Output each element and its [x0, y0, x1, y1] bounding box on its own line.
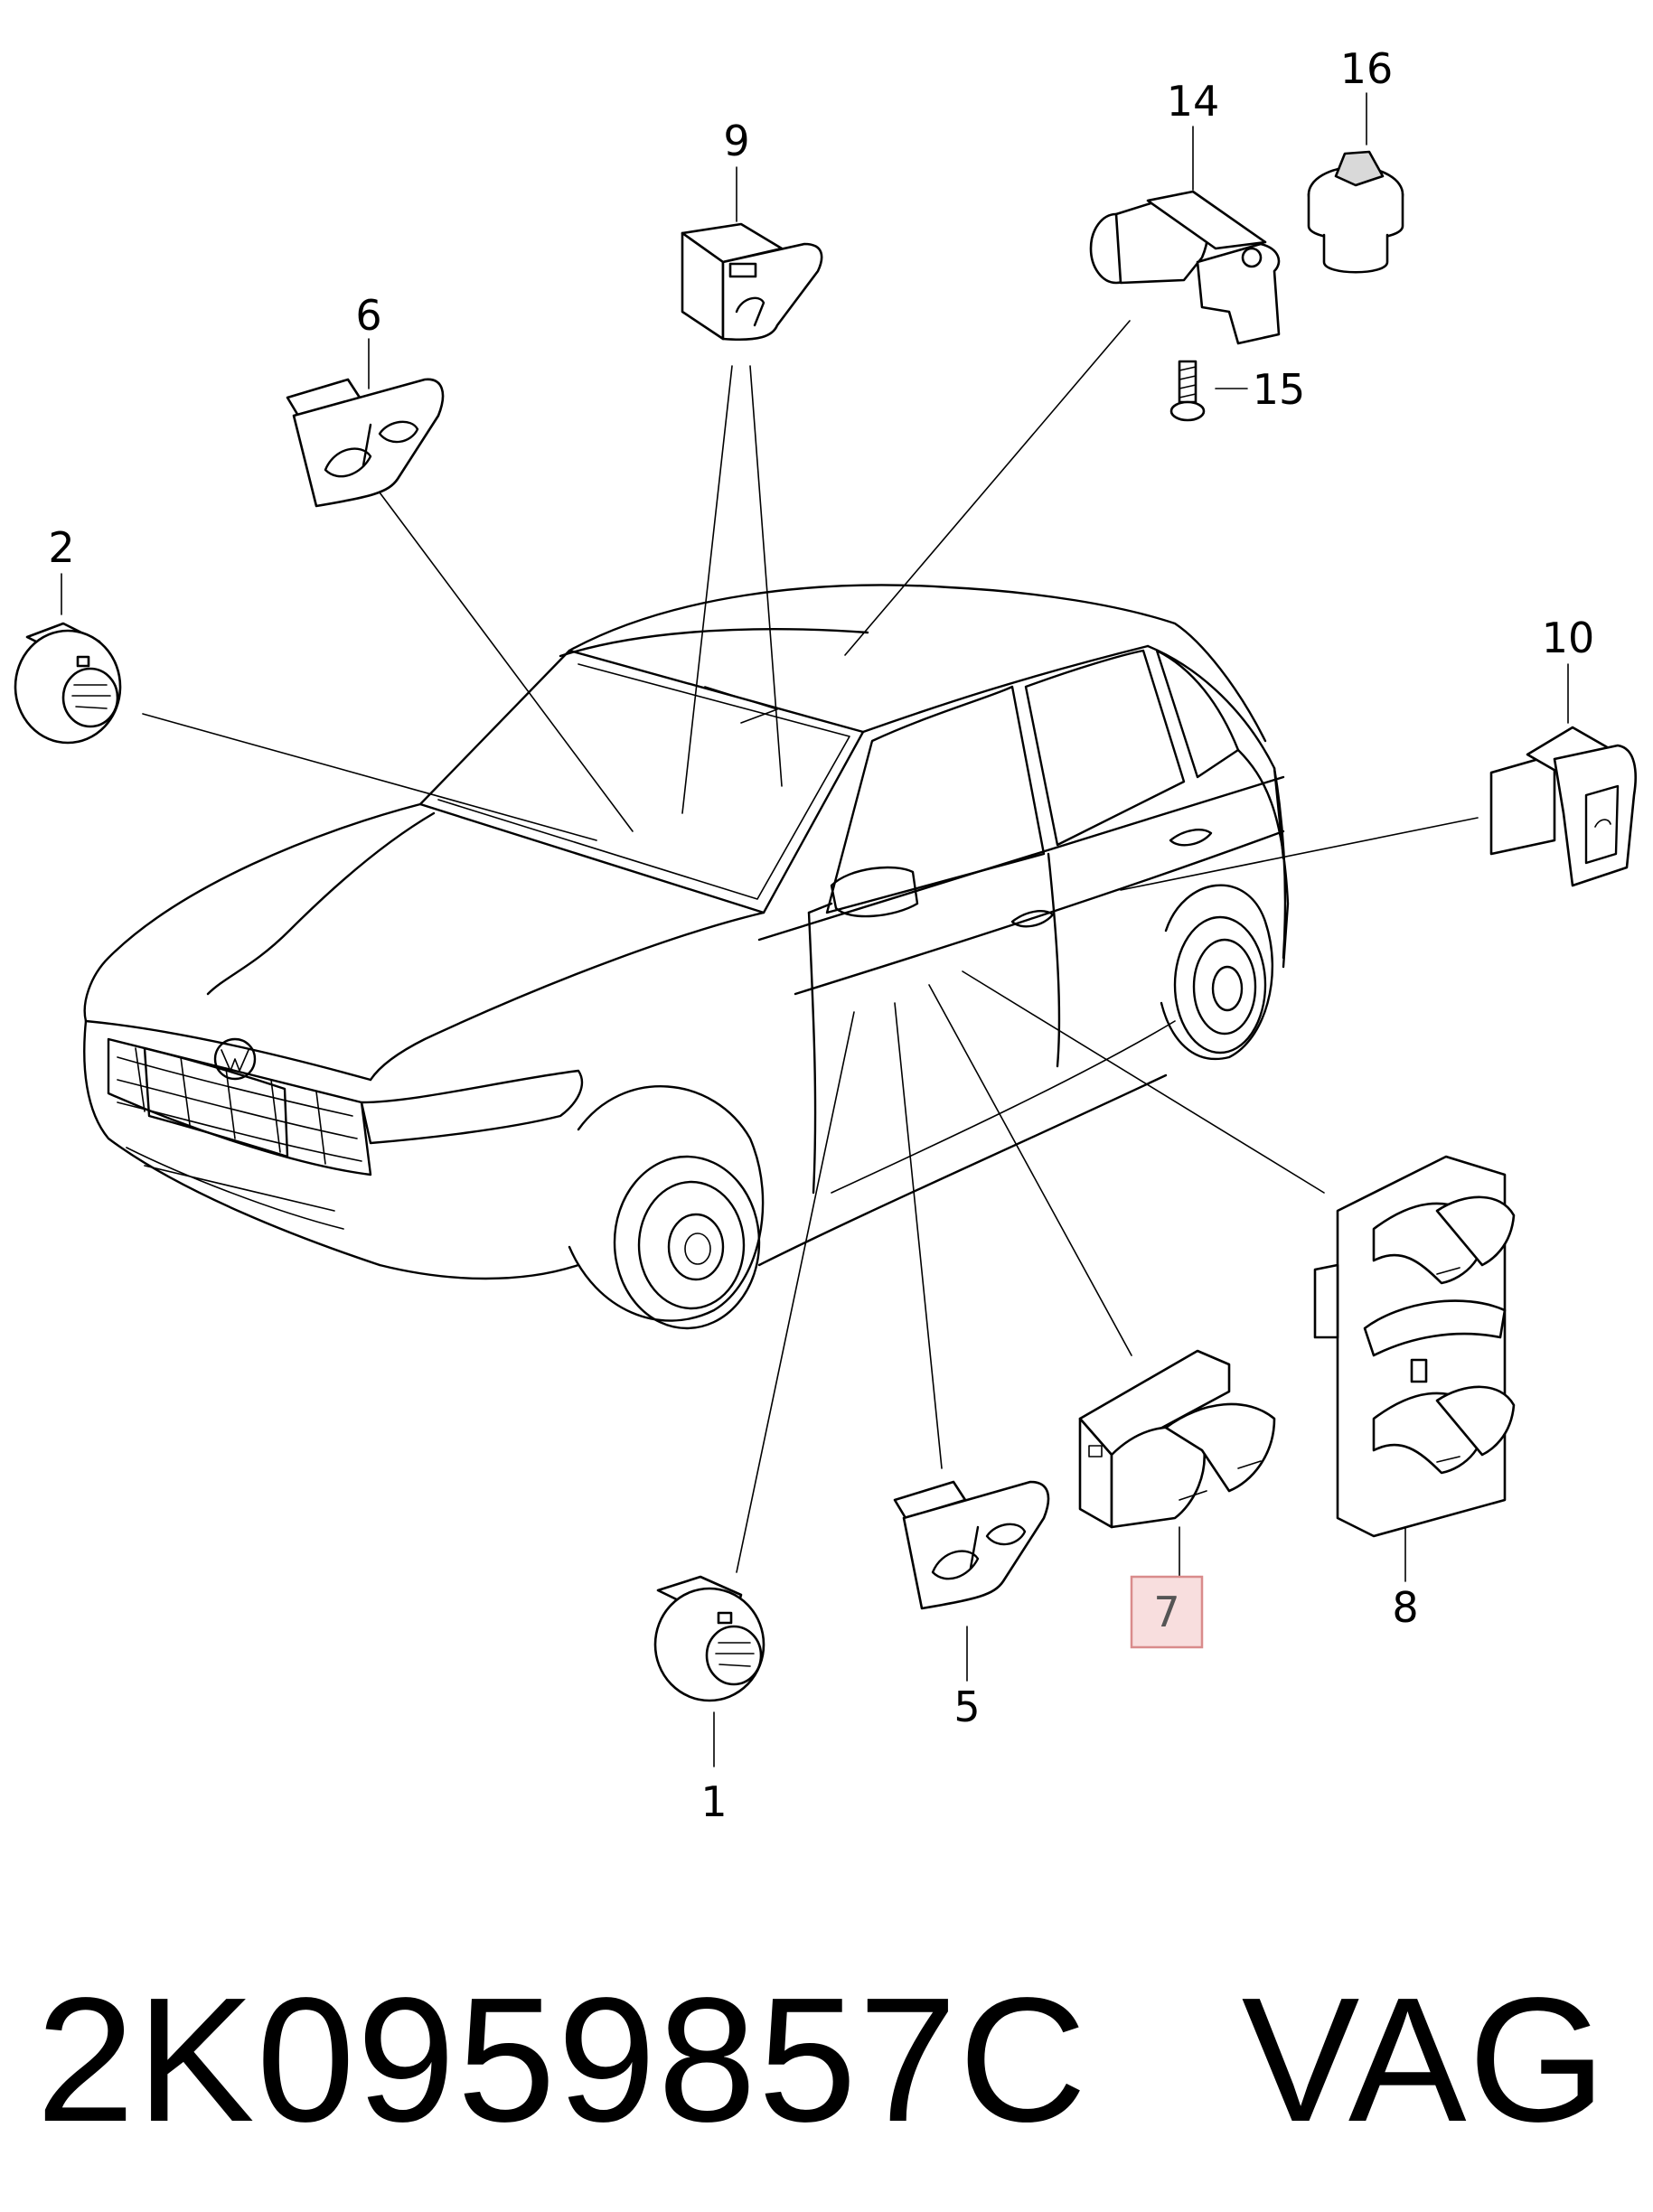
callout-15[interactable]: 15 [1253, 365, 1306, 414]
callout-2[interactable]: 2 [48, 523, 74, 572]
callout-5[interactable]: 5 [953, 1682, 980, 1731]
car-illustration [83, 584, 1290, 1330]
callout-9[interactable]: 9 [723, 117, 749, 165]
part-number: 2K0959857C [36, 1961, 1089, 2159]
part-15-screw [1169, 360, 1206, 422]
leader-lines [61, 92, 1569, 1767]
part-14-sensor [1089, 190, 1281, 345]
callout-6[interactable]: 6 [355, 291, 381, 340]
callout-16[interactable]: 16 [1340, 44, 1394, 93]
part-8-window-switch-block [1313, 1155, 1516, 1538]
callout-1[interactable]: 1 [700, 1777, 727, 1826]
part-16-pressure-switch [1307, 150, 1404, 274]
part-9-switch [681, 222, 823, 341]
part-10-tailgate-switch [1489, 726, 1637, 887]
callout-labels: 1 2 5 6 7 8 9 10 14 15 16 [48, 44, 1594, 1826]
callout-10[interactable]: 10 [1542, 614, 1595, 662]
callout-8[interactable]: 8 [1392, 1583, 1418, 1632]
part-7-window-switch [1078, 1349, 1276, 1529]
callout-7[interactable]: 7 [1153, 1588, 1179, 1636]
selected-callout-highlight [1130, 1575, 1204, 1649]
brand-name: VAG [1241, 1961, 1609, 2159]
part-5-lock-switch [893, 1480, 1050, 1610]
part-number-caption: 2K0959857C VAG [36, 1943, 1608, 2178]
part-2-mirror-switch [14, 622, 122, 745]
part-6-lock-switch [286, 378, 445, 508]
part-1-mirror-switch [653, 1575, 765, 1702]
callout-14[interactable]: 14 [1167, 77, 1220, 126]
